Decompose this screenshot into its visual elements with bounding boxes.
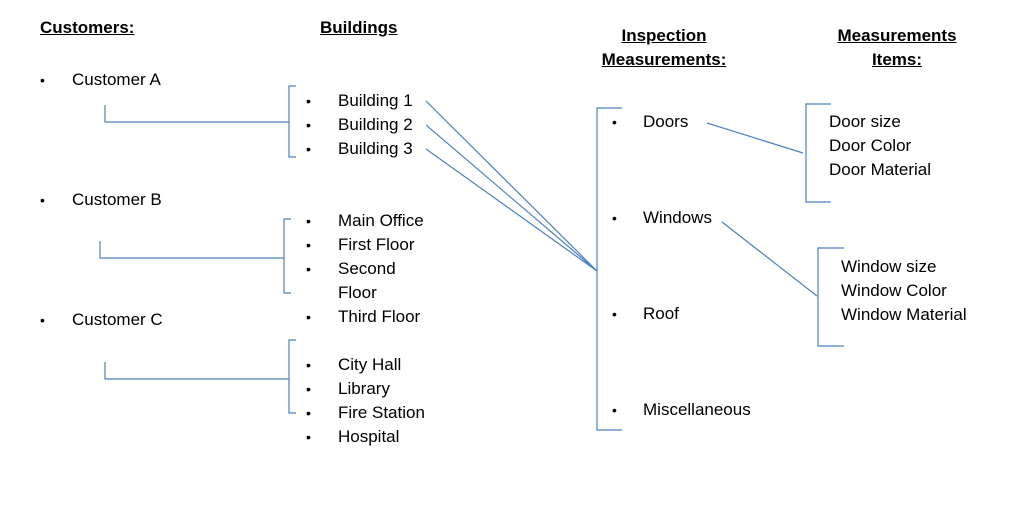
window-item: Window Color: [841, 281, 947, 300]
inspection-bracket: [596, 107, 622, 431]
bullet: •: [612, 402, 617, 418]
building-1-link: [425, 100, 598, 272]
bullet: •: [306, 261, 311, 277]
building-item: Third Floor: [338, 307, 421, 326]
customer-item: Customer A: [72, 70, 161, 89]
window-item: Window size: [841, 257, 937, 276]
bullet: •: [306, 429, 311, 445]
door-item: Door Color: [829, 136, 912, 155]
building-item: Library: [338, 379, 390, 398]
customer-a-connector: [104, 105, 289, 123]
building-item: Building 3: [338, 139, 413, 158]
door-items-bracket: [805, 103, 831, 203]
building-item: Building 2: [338, 115, 413, 134]
bullet: •: [306, 309, 311, 325]
doors-link: [706, 122, 804, 154]
building-item: Hospital: [338, 427, 400, 446]
windows-link: [721, 221, 818, 297]
inspection-item: Doors: [643, 112, 689, 131]
bullet: •: [612, 210, 617, 226]
customer-b-bracket: [283, 218, 291, 294]
customer-c-connector: [104, 362, 289, 380]
bullet: •: [306, 237, 311, 253]
building-item: Second: [338, 259, 396, 278]
bullet: •: [40, 192, 45, 208]
window-items-bracket: [817, 247, 844, 347]
inspection-item: Roof: [643, 304, 679, 323]
bullet: •: [40, 72, 45, 88]
building-2-link: [425, 124, 598, 272]
inspection-item: Miscellaneous: [643, 400, 751, 419]
building-item-continuation: Floor: [338, 283, 377, 302]
bullet: •: [306, 405, 311, 421]
customer-b-connector: [99, 241, 284, 259]
customer-a-bracket: [288, 85, 296, 158]
bullet: •: [612, 306, 617, 322]
inspection-header-line2: Measurements:: [601, 50, 727, 69]
buildings-header: Buildings: [320, 18, 398, 37]
building-item: Building 1: [338, 91, 413, 110]
items-header-line2: Items:: [871, 50, 923, 69]
door-item: Door size: [829, 112, 901, 131]
bullet: •: [306, 117, 311, 133]
bullet: •: [612, 114, 617, 130]
building-item: Main Office: [338, 211, 424, 230]
bullet: •: [306, 381, 311, 397]
customer-item: Customer C: [72, 310, 163, 329]
building-item: Fire Station: [338, 403, 425, 422]
customer-c-bracket: [288, 339, 296, 414]
door-item: Door Material: [829, 160, 932, 179]
customer-item: Customer B: [72, 190, 162, 209]
building-item: City Hall: [338, 355, 402, 374]
bullet: •: [306, 213, 311, 229]
building-item: First Floor: [338, 235, 415, 254]
items-header: Measurements Items:: [830, 24, 964, 72]
items-header-line1: Measurements: [837, 26, 957, 45]
bullet: •: [40, 312, 45, 328]
bullet: •: [306, 141, 311, 157]
window-item: Window Material: [841, 305, 967, 324]
inspection-item: Windows: [643, 208, 712, 227]
building-3-link: [425, 148, 598, 272]
inspection-header-line1: Inspection: [621, 26, 707, 45]
bullet: •: [306, 93, 311, 109]
customers-header: Customers:: [40, 18, 135, 37]
bullet: •: [306, 357, 311, 373]
inspection-header: Inspection Measurements:: [597, 24, 731, 72]
